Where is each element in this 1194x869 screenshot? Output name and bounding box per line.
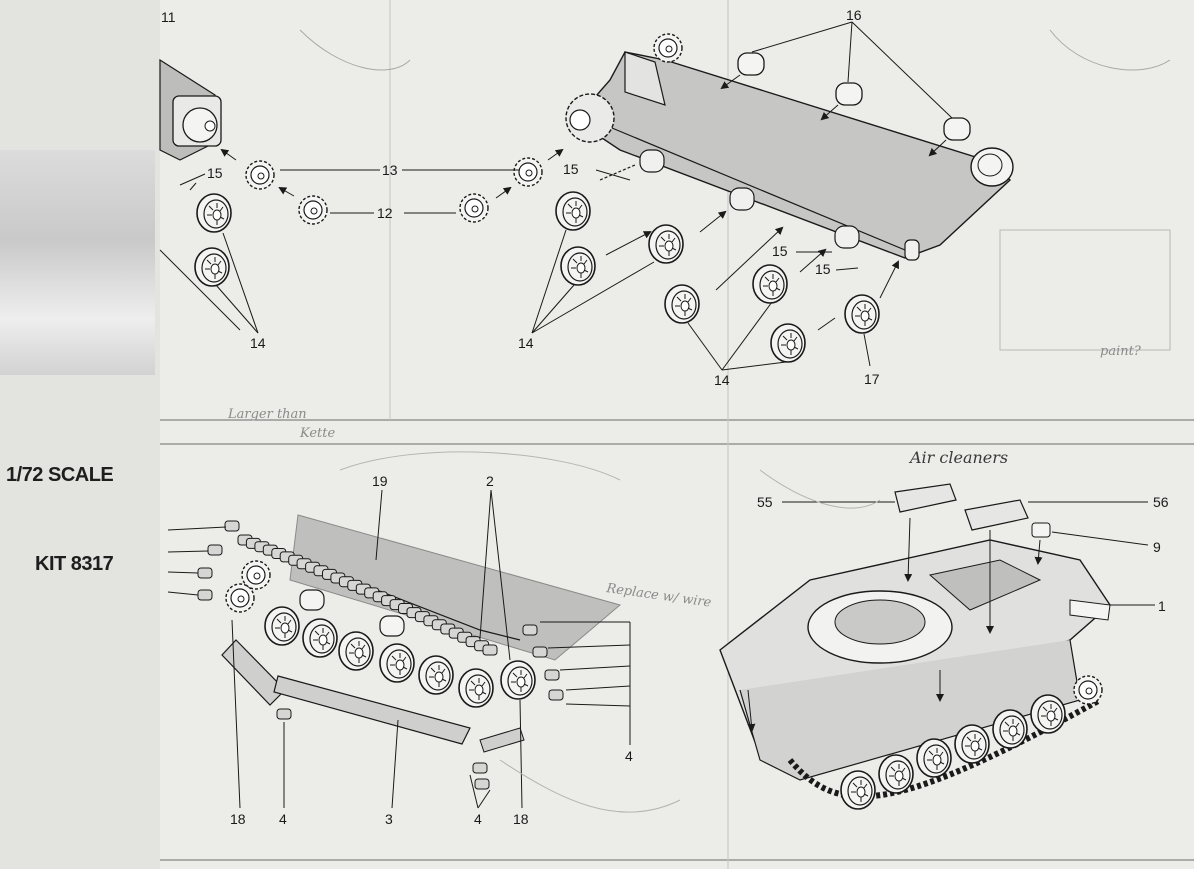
callout-1: 1 xyxy=(1158,598,1166,614)
callout-4: 4 xyxy=(279,811,287,827)
callout-15: 15 xyxy=(563,161,579,177)
note-larger-than: Larger than xyxy=(227,407,307,422)
callout-3: 3 xyxy=(385,811,393,827)
callout-14: 14 xyxy=(250,335,266,351)
callout-18: 18 xyxy=(230,811,246,827)
note-air-cleaners: Air cleaners xyxy=(908,448,1008,467)
left-hull-fragment xyxy=(159,58,241,331)
callout-2: 2 xyxy=(486,473,494,489)
callout-17: 17 xyxy=(864,371,880,387)
scale-label: 1/72 SCALE xyxy=(6,464,114,486)
callout-labels: 11 16 13 12 15 15 15 15 14 14 14 17 19 2… xyxy=(161,7,1169,827)
drive-sprockets xyxy=(220,33,683,225)
hull-side-panel xyxy=(565,51,1014,261)
note-paint: paint? xyxy=(1100,344,1142,359)
callout-14: 14 xyxy=(714,372,730,388)
callout-16: 16 xyxy=(846,7,862,23)
return-rollers xyxy=(720,21,971,157)
callout-4: 4 xyxy=(625,748,633,764)
kit-number: KIT 8317 xyxy=(35,553,114,575)
callout-11: 11 xyxy=(161,9,176,25)
track-link xyxy=(482,644,498,656)
note-kette: Kette xyxy=(299,426,336,441)
pencil-sketches-bottom xyxy=(339,451,881,813)
callout-18: 18 xyxy=(513,811,529,827)
callout-56: 56 xyxy=(1153,494,1169,510)
callout-15: 15 xyxy=(815,261,831,277)
note-replace-wire: Replace w/ wire xyxy=(604,581,712,611)
track-assembly-left xyxy=(167,489,631,809)
callout-9: 9 xyxy=(1153,539,1161,555)
callout-4: 4 xyxy=(474,811,482,827)
callout-15: 15 xyxy=(772,243,788,259)
tank-photo xyxy=(0,150,155,375)
callout-55: 55 xyxy=(757,494,773,510)
pencil-sketches-top xyxy=(299,29,1171,351)
tank-hull-assembled xyxy=(719,483,1155,810)
callout-19: 19 xyxy=(372,473,388,489)
callout-13: 13 xyxy=(382,162,398,178)
left-text-column: 1/72 SCALE KIT 8317 xyxy=(0,0,160,869)
road-wheels-top xyxy=(179,164,899,371)
callout-15: 15 xyxy=(207,165,223,181)
callout-12: 12 xyxy=(377,205,393,221)
callout-14: 14 xyxy=(518,335,534,351)
